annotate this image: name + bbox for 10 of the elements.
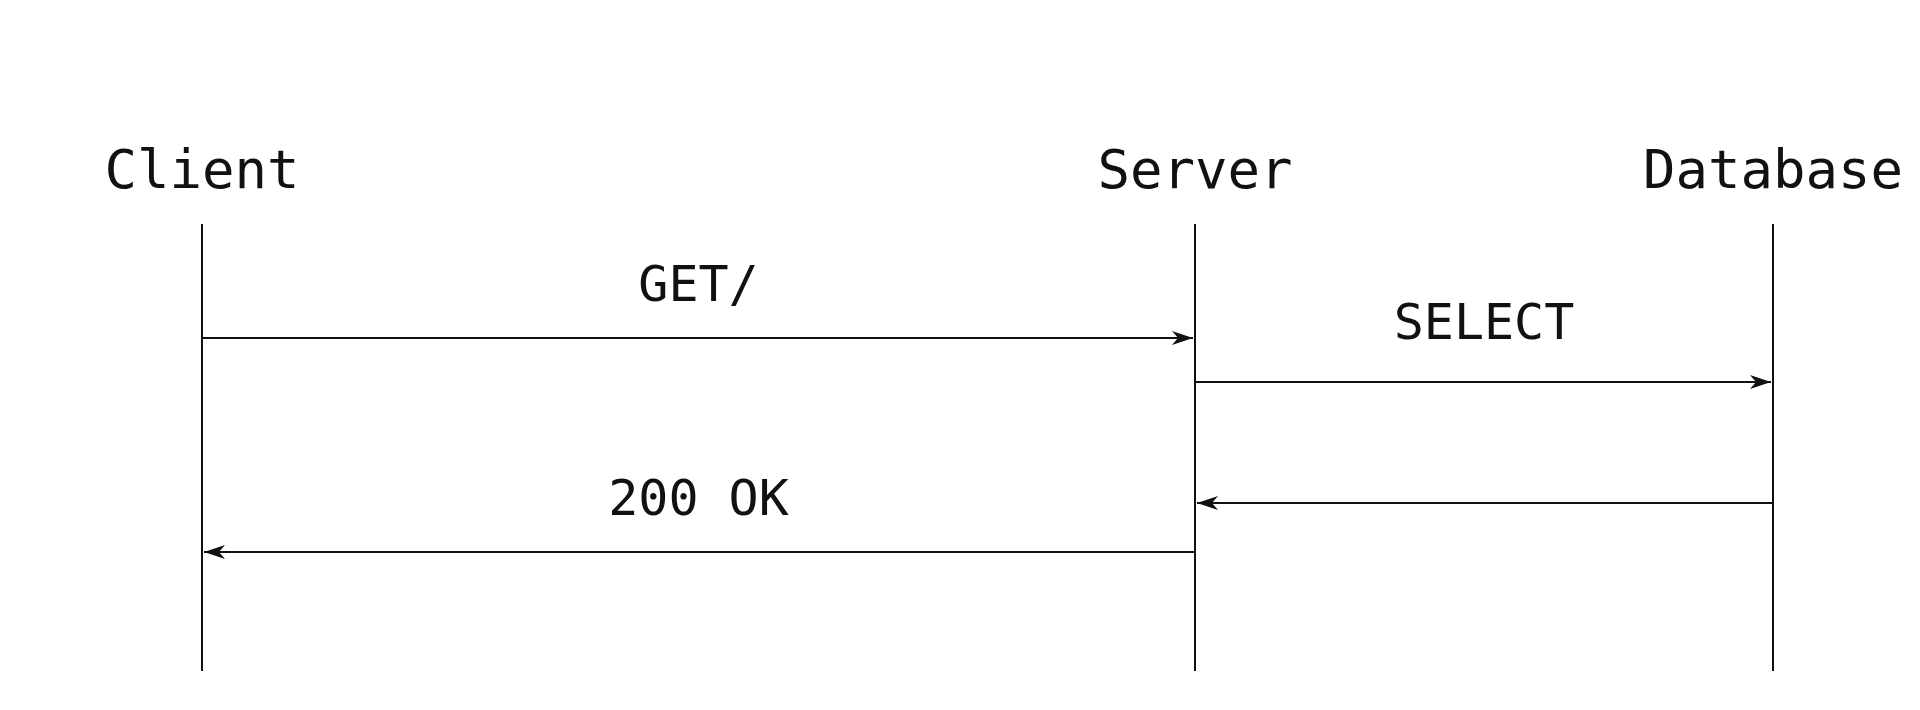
message-arrow [202,331,1194,345]
message-arrow [203,545,1195,559]
message-arrow [1196,496,1773,510]
edge-label: GET/ [638,254,759,314]
participant-label: Server [1097,138,1293,202]
edge-label: SELECT [1393,292,1575,352]
participant-label: Database [1642,138,1904,202]
participant-label: Client [104,138,300,202]
edge-label: 200 OK [608,468,789,528]
message-arrow [1195,375,1772,389]
